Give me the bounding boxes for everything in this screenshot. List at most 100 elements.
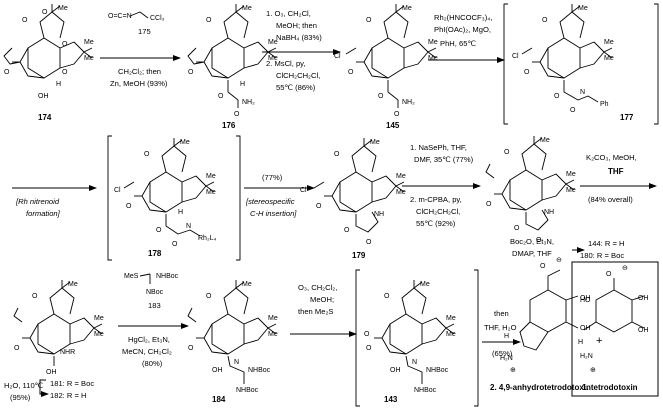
atom-o: O xyxy=(206,293,212,300)
atom-o: O xyxy=(366,345,372,352)
atom-n: N xyxy=(234,359,239,366)
compound-144-180: O Me Me Me O NH O O 144: R = H 180: R = … xyxy=(485,135,625,260)
atom-oh: OH xyxy=(580,295,591,302)
atom-me: Me xyxy=(268,55,278,62)
step-10: MeS NHBoc NBoc 183 HgCl₂, Et₃N, MeCN, CH… xyxy=(118,273,189,368)
intermediate-143: O Me Me Me O O N NHBoc NHBoc OH 143 xyxy=(355,269,479,407)
condition: PhH, 65℃ xyxy=(440,39,476,48)
atom-o: O xyxy=(316,203,322,210)
atom-plus: ⊕ xyxy=(590,367,596,374)
condition: 1. O₃, CH₂Cl, xyxy=(266,9,311,18)
reaction-arrow xyxy=(39,379,49,397)
atom-mes: MeS xyxy=(124,273,139,280)
atom-cl: Cl xyxy=(300,187,307,194)
condition: DMAP, THF xyxy=(512,249,552,258)
atom-o: O xyxy=(4,69,10,76)
atom-n: N xyxy=(186,223,191,230)
atom-o: O xyxy=(366,239,372,246)
condition: CH₂Cl₂; then xyxy=(118,67,161,76)
condition: Zn, MeOH (93%) xyxy=(110,79,168,88)
atom-o: O xyxy=(384,293,390,300)
atom-me: Me xyxy=(268,39,278,46)
atom-o: O xyxy=(126,203,132,210)
condition: MeCN, CH₂Cl₂ xyxy=(122,347,172,356)
condition: K₂CO₃, MeOH, xyxy=(586,153,637,162)
atom-ph: Ph xyxy=(600,101,609,108)
atom-o: O xyxy=(542,17,548,24)
atom-o: O xyxy=(218,93,224,100)
atom-o: O xyxy=(486,201,492,208)
atom-me: Me xyxy=(446,331,456,338)
step-7: K₂CO₃, MeOH, THF (84% overall) xyxy=(580,153,657,204)
atom-o: O xyxy=(536,237,542,244)
atom-ho: HO xyxy=(580,297,591,304)
atom-o: O xyxy=(206,17,212,24)
atom-nhboc: NHBoc xyxy=(236,387,259,394)
atom-o: O xyxy=(366,17,372,24)
atom-o: O xyxy=(32,293,38,300)
condition: NaBH₄ (83%) xyxy=(276,33,322,42)
condition: DMF, 35℃ (77%) xyxy=(414,155,474,164)
atom-h: H xyxy=(56,81,61,88)
atom-oh: OH xyxy=(212,367,223,374)
atom-me: Me xyxy=(396,189,406,196)
compound-label: 176 xyxy=(222,121,236,130)
condition: C-H insertion] xyxy=(250,209,297,218)
atom-o: O xyxy=(188,345,194,352)
atom-me: Me xyxy=(370,139,380,146)
condition: then xyxy=(494,309,509,318)
atom-me: Me xyxy=(446,315,456,322)
step-2: 1. O₃, CH₂Cl, MeOH; then NaBH₄ (83%) 2. … xyxy=(262,9,341,92)
atom-me: Me xyxy=(94,315,104,322)
atom-me: Me xyxy=(428,39,438,46)
atom-me: Me xyxy=(566,171,576,178)
atom-o: O xyxy=(344,227,350,234)
atom-me: Me xyxy=(402,5,412,12)
condition: THF xyxy=(608,167,624,176)
atom-o: O xyxy=(334,151,340,158)
compound-4-9-anhydrotetrodotoxin: O ⊖ OH OH H H₂N ⊕ 2. 4,9-anhydrotetrodot… xyxy=(490,257,591,392)
compound-label: 178 xyxy=(148,249,162,258)
compound-label: 144: R = H xyxy=(588,239,625,248)
compound-181-182: O Me Me Me O NHR OH 181: R = Boc 182: R … xyxy=(13,279,104,400)
condition: (80%) xyxy=(142,359,163,368)
atom-me: Me xyxy=(420,281,430,288)
highlight-box xyxy=(571,261,659,397)
condition: Rh₂(HNCOCF₃)₄, xyxy=(434,13,493,22)
atom-minus: ⊖ xyxy=(556,257,562,264)
compound-label: 182: R = H xyxy=(50,391,87,400)
compound-label: 180: R = Boc xyxy=(580,251,624,260)
atom-o: O xyxy=(14,345,20,352)
atom-me: Me xyxy=(604,39,614,46)
atom-h: H xyxy=(178,209,183,216)
intermediate-177: Cl O Me Me Me O O N Ph O 177 xyxy=(503,3,659,125)
condition: ClCH₂CH₂Cl, xyxy=(416,207,460,216)
atom-oh: OH xyxy=(38,93,49,100)
condition: 1. NaSePh, THF, xyxy=(410,143,467,152)
condition: HgCl₂, Et₃N, xyxy=(128,335,170,344)
atom-o: O xyxy=(394,111,400,118)
reagent-175: 175 xyxy=(138,27,151,36)
atom-nhboc: NHBoc xyxy=(248,367,271,374)
condition: (95%) xyxy=(10,393,31,402)
condition: PhI(OAc)₂, MgO, xyxy=(434,25,491,34)
condition: THF, H₂O xyxy=(484,323,517,332)
condition: formation] xyxy=(26,209,61,218)
atom-nhboc: NHBoc xyxy=(426,367,449,374)
atom-o: O xyxy=(524,69,530,76)
atom-h: H xyxy=(578,339,583,346)
condition: 2. MsCl, py, xyxy=(266,59,306,68)
atom-oh: OH xyxy=(580,325,591,332)
condition: MeOH; xyxy=(310,295,334,304)
atom-nhboc: NHBoc xyxy=(156,273,179,280)
atom-o: O xyxy=(554,93,560,100)
atom-o: O xyxy=(62,69,68,76)
atom-cl: Cl xyxy=(512,53,519,60)
compound-label: 145 xyxy=(386,121,400,130)
atom-me: Me xyxy=(68,281,78,288)
atom-me: Me xyxy=(268,331,278,338)
atom-ccl3: CCl₃ xyxy=(150,15,165,22)
atom-h2n: H₂N xyxy=(580,353,593,360)
step-8: Boc₂O, Et₃N, DMAP, THF xyxy=(510,237,585,258)
